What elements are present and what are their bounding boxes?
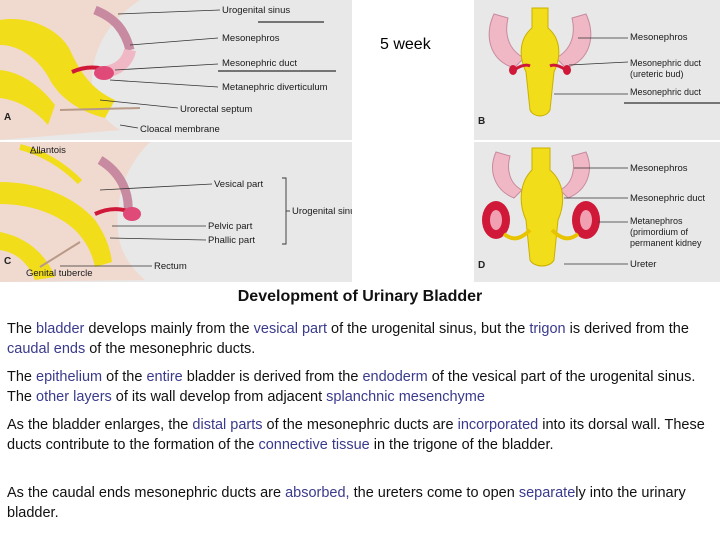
text-run: of the mesonephric ducts. <box>85 341 256 357</box>
label-a-urogenital-sinus: Urogenital sinus <box>222 5 291 16</box>
text-run: The <box>7 321 37 337</box>
label-c-rectum: Rectum <box>154 261 187 272</box>
slide-title: Development of Urinary Bladder <box>237 288 483 305</box>
highlighted-term: incorporated <box>457 417 539 433</box>
text-run: As the caudal ends mesonephric ducts are <box>7 485 286 501</box>
text-run: the ureters come to open <box>349 485 519 501</box>
text-run: of its wall develop from adjacent <box>111 389 327 405</box>
label-a-mesonephric-duct: Mesonephric duct <box>222 58 297 69</box>
label-b-ureteric-bud: (ureteric bud) <box>630 69 684 79</box>
label-d-mesonephros: Mesonephros <box>630 163 688 174</box>
label-d-permanent-kidney: permanent kidney <box>630 238 702 248</box>
panel-letter-b: B <box>478 116 486 127</box>
paragraph-2: The epithelium of the entire bladder is … <box>7 367 713 407</box>
text-run: in the trigone of the bladder. <box>369 437 554 453</box>
label-d-primordium: (primordium of <box>630 227 689 237</box>
text-run: of the vesical part of the urogenital si… <box>7 369 696 405</box>
paragraph-3: As the bladder enlarges, the distal part… <box>7 415 713 455</box>
label-a-mesonephros: Mesonephros <box>222 33 280 44</box>
panel-letter-a: A <box>4 112 12 123</box>
panel-a-illustration <box>0 0 336 140</box>
highlighted-term: trigon <box>529 321 566 337</box>
panel-d-illustration <box>482 147 628 267</box>
label-c-vesical-part: Vesical part <box>214 179 264 190</box>
panel-b: Mesonephros Mesonephric duct (ureteric b… <box>474 0 720 140</box>
highlighted-term: absorbed, <box>285 485 350 501</box>
label-c-genital-tubercle: Genital tubercle <box>26 268 93 279</box>
text-run: ly into the urinary bladder. <box>7 485 686 521</box>
highlighted-term: distal parts <box>192 417 263 433</box>
highlighted-term: splanchnic mesenchyme <box>326 389 485 405</box>
text-run: As the bladder enlarges, the <box>7 417 193 433</box>
label-d-ureter: Ureter <box>630 259 657 270</box>
text-run: of the mesonephric ducts are <box>262 417 458 433</box>
text-run: of the urogenital sinus, but the <box>326 321 530 337</box>
panel-a: Urogenital sinus Mesonephros Mesonephric… <box>0 0 352 140</box>
text-run: develops mainly from the <box>84 321 254 337</box>
panel-b-illustration <box>488 7 720 117</box>
panel-c: Allantois Vesical part Urogenital sinus … <box>0 142 352 282</box>
label-a-cloacal-membrane: Cloacal membrane <box>140 124 220 135</box>
label-c-urogenital-sinus: Urogenital sinus <box>292 206 352 217</box>
label-a-metanephric-diverticulum: Metanephric diverticulum <box>222 82 328 93</box>
label-c-phallic-part: Phallic part <box>208 235 255 246</box>
highlighted-term: epithelium <box>36 369 103 385</box>
label-d-mesonephric-duct: Mesonephric duct <box>630 193 705 204</box>
highlighted-term: connective tissue <box>258 437 370 453</box>
highlighted-term: separate <box>518 485 576 501</box>
label-a-urorectal-septum: Urorectal septum <box>180 104 253 115</box>
panel-letter-d: D <box>478 260 486 271</box>
label-c-pelvic-part: Pelvic part <box>208 221 253 232</box>
highlighted-term: vesical part <box>253 321 327 337</box>
panel-d: Mesonephros Mesonephric duct Metanephros… <box>474 142 720 282</box>
panel-letter-c: C <box>4 256 12 267</box>
panel-c-illustration <box>0 142 290 282</box>
text-run: is derived from the <box>565 321 689 337</box>
highlighted-term: entire <box>146 369 183 385</box>
label-b-mesonephros: Mesonephros <box>630 32 688 43</box>
highlighted-term: endoderm <box>362 369 428 385</box>
text-section: Development of Urinary Bladder The bladd… <box>0 284 720 540</box>
week-caption: 5 week <box>378 36 433 54</box>
text-run: of the <box>102 369 147 385</box>
label-b-mesonephric-duct: Mesonephric duct <box>630 58 702 68</box>
paragraph-4: As the caudal ends mesonephric ducts are… <box>7 483 713 523</box>
highlighted-term: other layers <box>36 389 112 405</box>
highlighted-term: bladder <box>36 321 85 337</box>
label-d-metanephros: Metanephros <box>630 216 683 226</box>
text-run: into its dorsal wall. These ducts contri… <box>7 417 705 453</box>
paragraph-1: The bladder develops mainly from the ves… <box>7 319 713 359</box>
embryology-figure: Urogenital sinus Mesonephros Mesonephric… <box>0 0 720 282</box>
text-run: bladder is derived from the <box>182 369 363 385</box>
highlighted-term: caudal ends <box>7 341 86 357</box>
label-b-mesonephric-duct-lower: Mesonephric duct <box>630 87 702 97</box>
text-run: The <box>7 369 37 385</box>
label-c-allantois: Allantois <box>30 145 66 156</box>
